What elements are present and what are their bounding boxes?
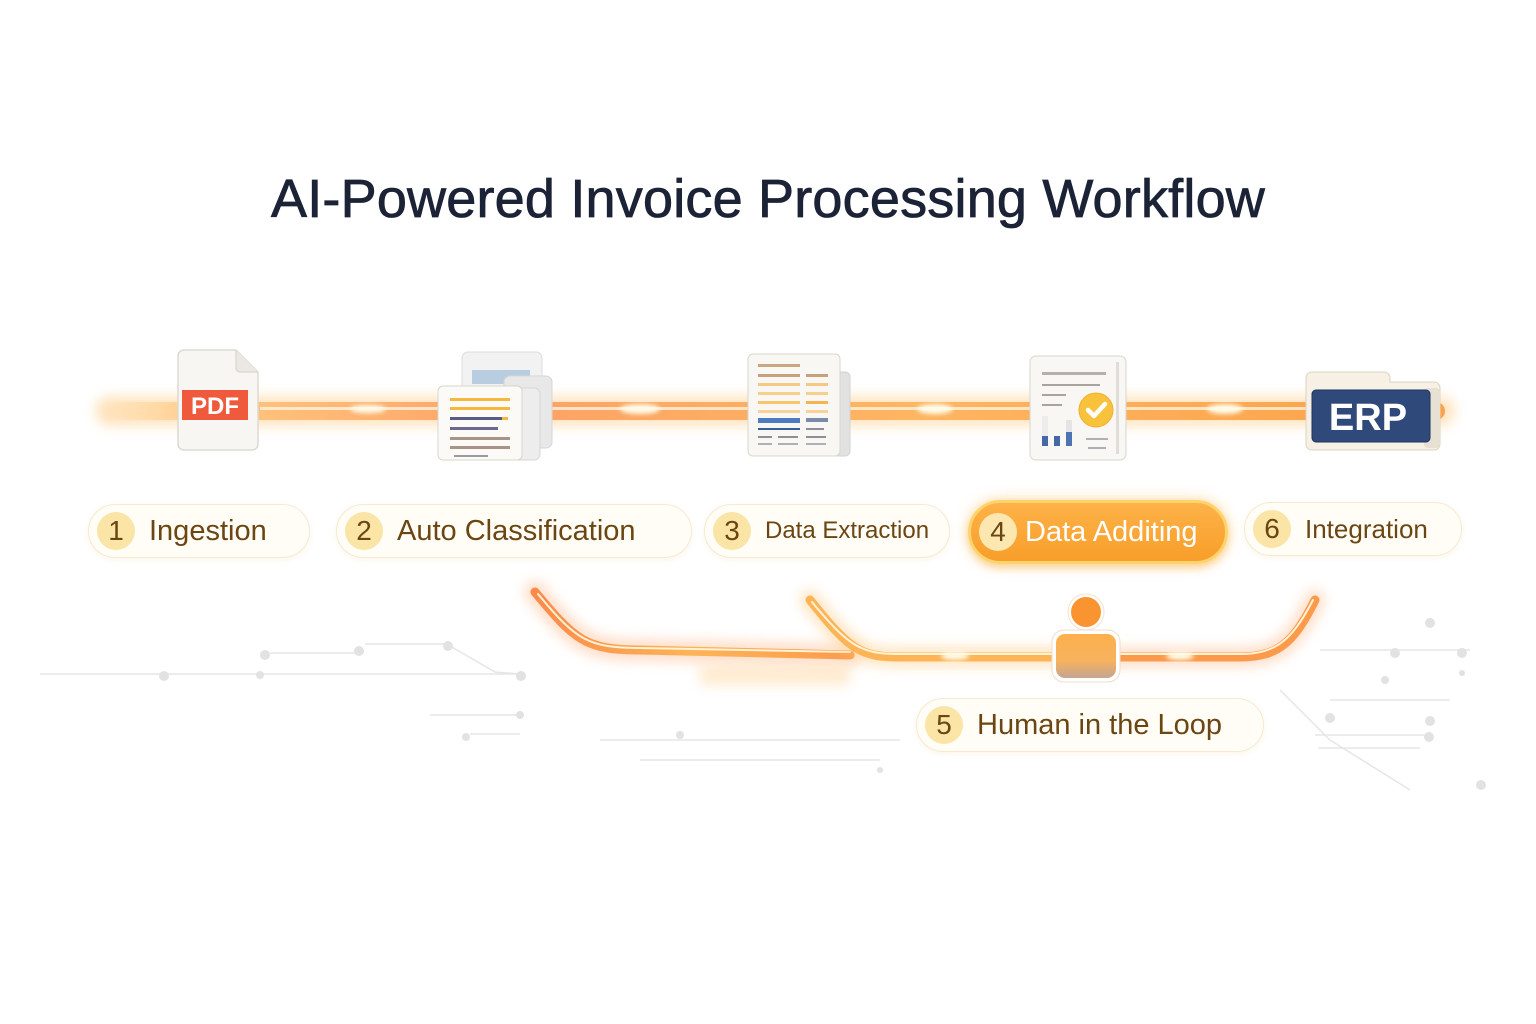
step-data-extraction[interactable]: 3 Data Extraction (704, 504, 950, 558)
circuit-nodes (159, 618, 1486, 790)
pdf-document-icon: PDF (177, 349, 259, 451)
step-label: Integration (1305, 513, 1428, 544)
table-document-icon (747, 353, 851, 457)
step-auto-classification[interactable]: 2 Auto Classification (336, 504, 692, 558)
step-human-in-the-loop[interactable]: 5 Human in the Loop (916, 698, 1264, 752)
step-number-badge: 3 (713, 512, 751, 550)
step-label: Data Additing (1025, 515, 1198, 548)
pdf-label: PDF (191, 393, 239, 420)
loop-flow-line (524, 581, 1325, 685)
step-label: Ingestion (149, 514, 267, 547)
step-number-badge: 6 (1253, 510, 1291, 548)
step-label: Data Extraction (765, 517, 930, 544)
step-number-badge: 5 (925, 706, 963, 744)
document-check-chart-icon (1029, 355, 1127, 461)
step-number-badge: 4 (979, 513, 1017, 551)
step-label: Auto Classification (397, 514, 636, 547)
step-number-badge: 2 (345, 512, 383, 550)
stacked-documents-icon (437, 351, 553, 461)
step-ingestion[interactable]: 1 Ingestion (88, 504, 310, 558)
circuit-lines (40, 643, 1470, 791)
page-title: AI-Powered Invoice Processing Workflow (271, 169, 1266, 230)
erp-label: ERP (1329, 397, 1407, 439)
step-number-badge: 1 (97, 512, 135, 550)
person-icon (1051, 593, 1121, 683)
step-data-auditing[interactable]: 4 Data Additing (968, 500, 1228, 564)
step-label: Human in the Loop (977, 708, 1223, 741)
step-integration[interactable]: 6 Integration (1244, 502, 1462, 556)
erp-folder-icon: ERP (1305, 371, 1441, 451)
